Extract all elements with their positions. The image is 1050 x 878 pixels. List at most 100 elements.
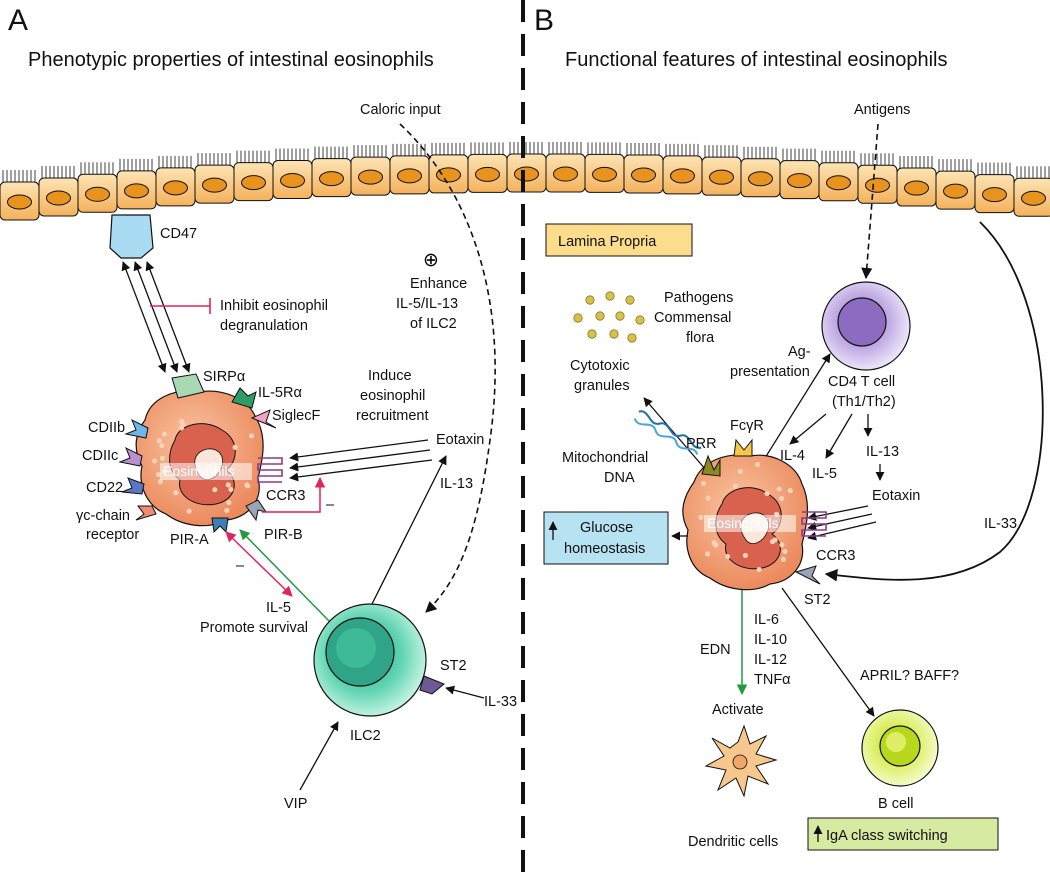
cd4-label-1: CD4 T cell (828, 374, 895, 390)
dendritic-nucleus (732, 754, 748, 770)
epithelial-cell (155, 155, 196, 207)
granule-dot (764, 490, 770, 497)
eosinophils-label-b: Eosinophils (707, 515, 779, 531)
epithelial-cell (1013, 166, 1050, 217)
april-label: APRIL? BAFF? (860, 668, 959, 684)
granule-dot (585, 295, 595, 305)
mito-label-2: DNA (604, 470, 635, 486)
panel-b: Antigens Lamina Propria Pathogens Commen… (543, 102, 1044, 851)
granule-dot (248, 433, 255, 439)
ccr3-label-a: CCR3 (266, 488, 305, 504)
cdiib-label: CDIIb (88, 420, 125, 436)
granule-dot (161, 431, 168, 437)
eosinophil-cell-a: Eosinophils (135, 390, 264, 527)
epithelial-cell (506, 142, 547, 193)
antigens-dashed-arrow (861, 123, 879, 280)
panel-b-title: Functional features of intestinal eosino… (565, 49, 947, 71)
granule-dot (779, 542, 785, 548)
granule-dot (587, 329, 597, 339)
st2-label-a: ST2 (440, 658, 467, 674)
epithelial-cell (77, 162, 118, 213)
edn-label: EDN (700, 642, 731, 658)
granule-dot (186, 508, 192, 514)
epithelial-cell (272, 148, 313, 199)
enhance-label-1: Enhance (410, 276, 467, 292)
granule-dot (779, 495, 785, 502)
granule-dot (151, 458, 158, 464)
granule-dot (232, 444, 238, 450)
mitochondrial-dna-helix (633, 410, 702, 455)
fcgr-receptor (733, 438, 753, 457)
siglecf-receptor (250, 409, 277, 429)
epithelial-cell (116, 158, 157, 210)
ilc2-to-pirb-arrow (239, 529, 331, 623)
panel-a: CD47 Inhibit eosinophil degranulation Eo… (76, 102, 517, 812)
induce-label-3: recruitment (356, 408, 429, 424)
cd22-label: CD22 (86, 480, 123, 496)
granule-dot (787, 487, 793, 494)
eotaxin-arrow-2 (289, 449, 431, 472)
commensal-label: Commensal (654, 310, 731, 326)
granule-dot (228, 486, 234, 493)
sirpa-label: SIRPα (203, 369, 245, 385)
pirb-feedback-arrow (262, 476, 326, 513)
cd47-label: CD47 (160, 226, 197, 242)
granule-dot (573, 313, 583, 323)
cytotoxic-label-1: Cytotoxic (570, 358, 630, 374)
induce-label-2: eosinophil (360, 388, 425, 404)
granule-dot (245, 483, 251, 489)
cdiic-label: CDIIc (82, 448, 118, 464)
eotaxin-arrow-3 (289, 459, 433, 482)
il4-label: IL-4 (780, 448, 805, 464)
cd4-t-cell (821, 281, 911, 371)
cdiic-receptor (118, 446, 143, 467)
inhibit-label-1: Inhibit eosinophil (220, 298, 328, 314)
il6-label: IL-6 (754, 612, 779, 628)
epithelial-cell (935, 159, 976, 210)
granule-dot (595, 311, 605, 321)
panel-b-letter: B (534, 4, 554, 37)
st2-label-b: ST2 (804, 592, 831, 608)
granule-dot (737, 468, 743, 474)
pathogens-label: Pathogens (664, 290, 733, 306)
caloric-dashed-arrow (399, 123, 496, 613)
granule-dot (625, 295, 635, 305)
granule-dot (769, 538, 776, 545)
panel-a-letter: A (8, 4, 28, 37)
intestinal-epithelium (0, 142, 1050, 221)
granule-dot (225, 482, 231, 488)
il5-label-b: IL-5 (812, 466, 837, 482)
epithelial-cell (857, 153, 898, 204)
ccr3-label-b: CCR3 (816, 548, 855, 564)
epithelial-cell (350, 145, 391, 196)
granule-dot (635, 315, 645, 325)
granule-dot (705, 495, 711, 501)
granule-dot (776, 486, 782, 492)
granule-dot (742, 552, 749, 559)
il13-arrow-a (371, 455, 447, 605)
pira-il5-arrow (225, 531, 293, 597)
granule-dot (704, 551, 711, 557)
epithelial-cell (194, 153, 235, 204)
pirb-label: PIR-B (264, 527, 303, 543)
il5ra-label: IL-5Rα (258, 385, 302, 401)
minus-label-2: – (236, 558, 245, 574)
epithelial-cell (545, 142, 586, 193)
eosinophil-cell-b: Eosinophils (682, 454, 809, 591)
epithelial-cell (584, 142, 625, 193)
sirpa-receptor (171, 373, 205, 399)
il33-label-b: IL-33 (984, 516, 1017, 532)
promote-label: Promote survival (200, 620, 308, 636)
granule-dot (157, 478, 164, 485)
iga-class-switching-box (807, 817, 999, 851)
epithelial-cell (0, 170, 40, 221)
siglecf-label: SiglecF (272, 408, 320, 424)
granule-dot (609, 329, 619, 339)
vip-arrow (299, 721, 339, 791)
epithelial-cell (623, 142, 664, 194)
eotaxin-label-b: Eotaxin (872, 488, 920, 504)
il33-curve-arrow (824, 221, 1044, 582)
granule-dot (698, 514, 704, 520)
ag-presentation-arrow (759, 353, 831, 467)
